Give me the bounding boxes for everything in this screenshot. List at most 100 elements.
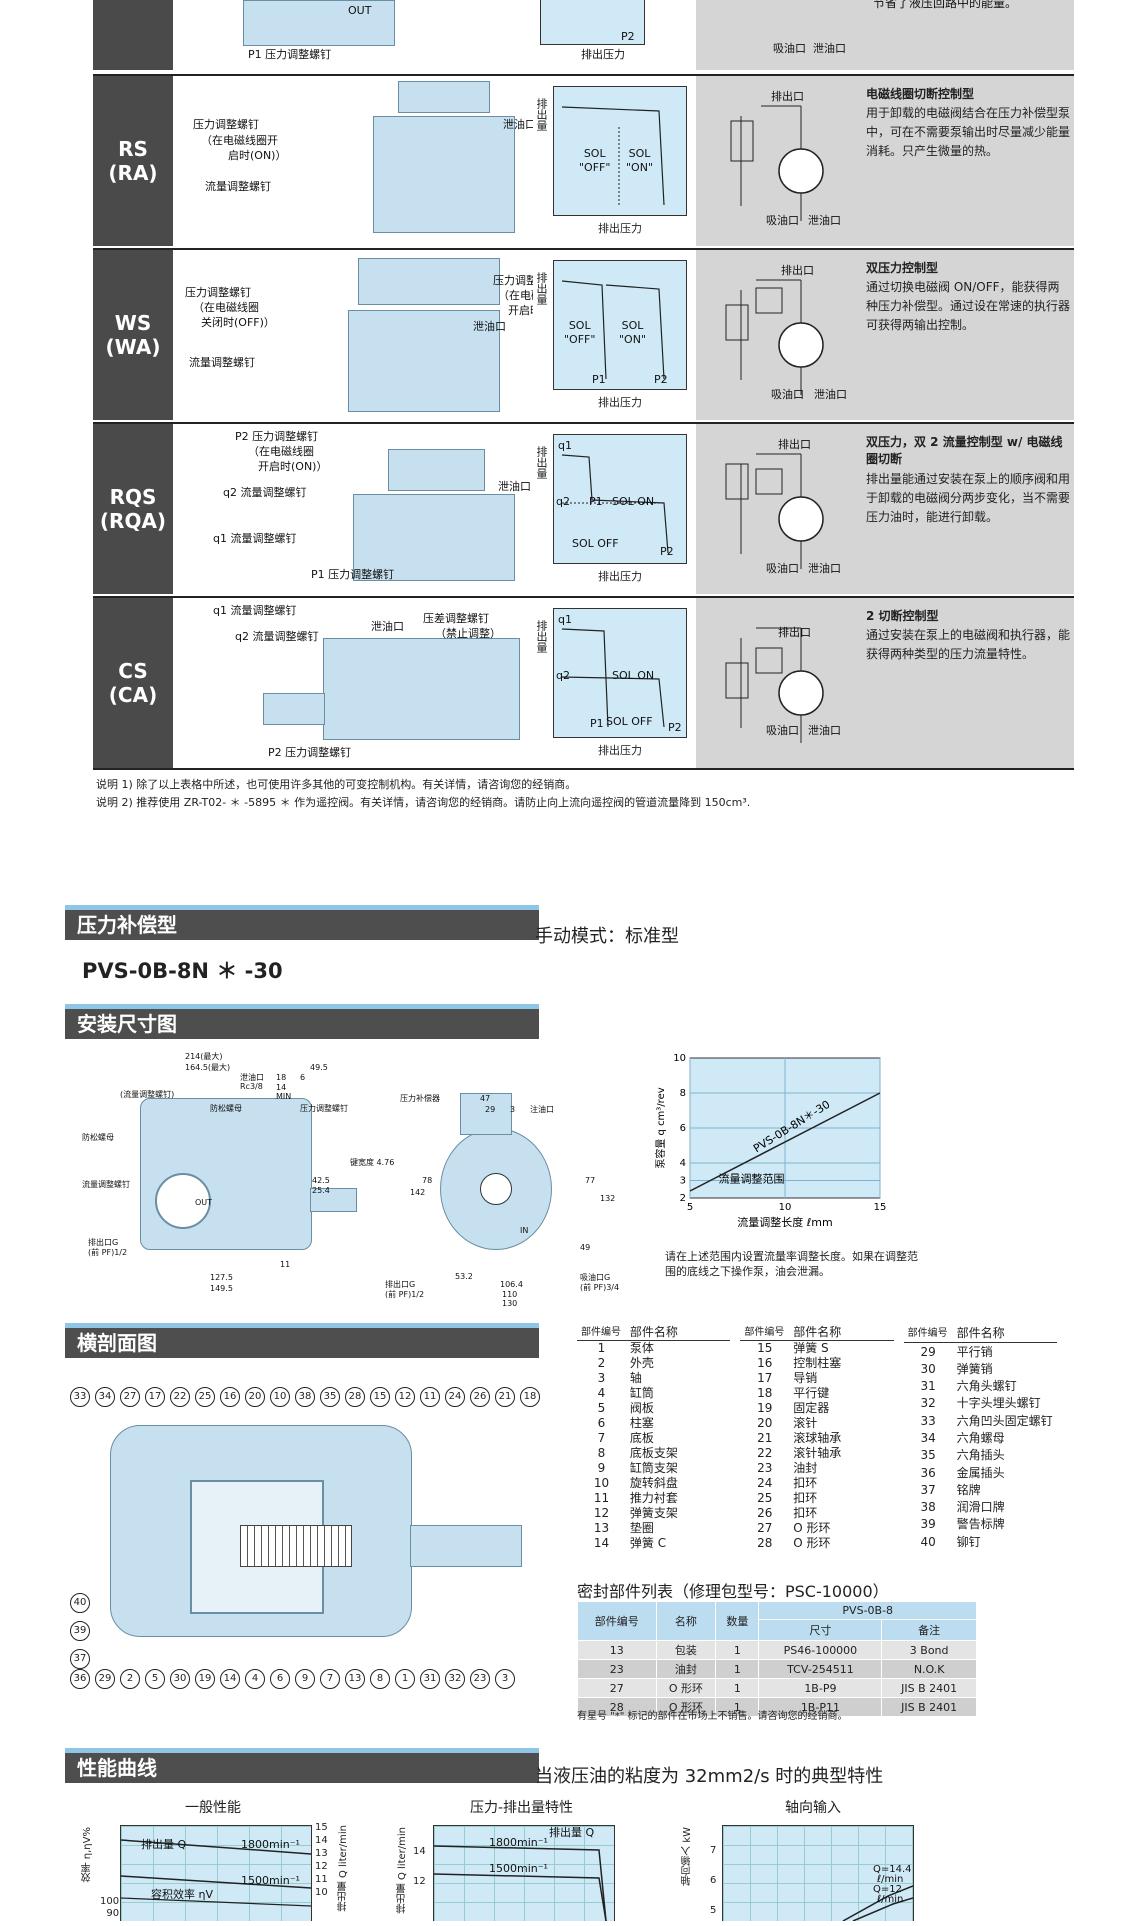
pump-illustration xyxy=(353,494,515,581)
dim-label: 25.4 xyxy=(312,1186,330,1195)
part-no: 6 xyxy=(597,1416,606,1430)
characteristic-chart: q1 q2 SOL ON P1 SOL OFF P2 xyxy=(553,608,687,738)
sol-on-label: SOL "ON" xyxy=(619,319,647,346)
part-name: 推力衬套 xyxy=(629,1491,678,1505)
callout-number: 20 xyxy=(245,1387,265,1407)
pump-label: 泄油口 xyxy=(473,320,506,333)
control-code: RQS xyxy=(109,485,157,509)
dim-label: MIN xyxy=(276,1092,292,1101)
chart-x-tick: 5 xyxy=(687,1202,693,1213)
callout-number: 2 xyxy=(120,1669,140,1689)
p2-label: P2 xyxy=(668,721,682,734)
control-description: 排出量能通过安装在泵上的顺序阀和用于卸载的电磁阀分两步变化，当不需要压力油时，能… xyxy=(866,472,1071,525)
part-no: 31 xyxy=(920,1379,936,1394)
pump-label: 压力调整螺钉 xyxy=(193,118,259,131)
pump-label: 启时(ON)） xyxy=(228,149,287,162)
model-number: PVS-0B-8N ＊ -30 xyxy=(82,959,283,983)
pump-label: 开启时(ON)） xyxy=(258,460,328,473)
perf-chart-title: 轴向输入 xyxy=(785,1800,841,1816)
control-code-alt: (RQA) xyxy=(99,509,167,533)
perf-q2-unit: ℓ/min xyxy=(877,1894,904,1905)
p1-label: P1 xyxy=(589,495,603,508)
seal-header-qty: 数量 xyxy=(715,1601,760,1641)
front-shaft-circle xyxy=(480,1173,512,1205)
callout-number: 39 xyxy=(70,1621,90,1641)
control-code-cell: RQS (RQA) xyxy=(93,424,173,594)
part-no: 21 xyxy=(757,1431,773,1445)
seal-header-remark: 备注 xyxy=(881,1619,977,1641)
part-no: 18 xyxy=(757,1386,773,1400)
dim-label: 164.5(最大) xyxy=(185,1063,231,1072)
top-desc-tail: 节省了液压回路中的能量。 xyxy=(873,0,1018,10)
perf-tick: 13 xyxy=(315,1848,328,1859)
callout-number: 23 xyxy=(470,1669,490,1689)
section-dimensions-title: 安装尺寸图 xyxy=(65,1004,539,1039)
pump-label: q1 流量调整螺钉 xyxy=(213,604,297,617)
seal-header-name: 名称 xyxy=(655,1601,717,1641)
dim-label: 142 xyxy=(410,1188,426,1197)
control-code-cell: RS (RA) xyxy=(93,76,173,246)
control-code: RS xyxy=(118,137,148,161)
seal-cell: 油封 xyxy=(655,1659,717,1679)
perf-tick: 6 xyxy=(710,1875,717,1886)
part-name: 固定器 xyxy=(793,1401,830,1415)
perf-tick: 14 xyxy=(315,1835,328,1846)
p1-label: P1 xyxy=(592,373,606,386)
top-out-label: OUT xyxy=(348,4,372,17)
part-name: 六角凹头固定螺钉 xyxy=(956,1413,1053,1428)
perf-chart-title: 压力-排出量特性 xyxy=(470,1800,574,1816)
seal-cell: 28 xyxy=(577,1697,657,1717)
part-name: 垫圈 xyxy=(629,1521,654,1535)
callout-number: 40 xyxy=(70,1593,90,1613)
seal-cell: 3 Bond xyxy=(881,1640,977,1660)
part-name: 缸筒支架 xyxy=(629,1461,678,1475)
control-row-cs: CS (CA) q1 流量调整螺钉 q2 流量调整螺钉 泄油口 压差调整螺钉 （… xyxy=(93,596,1074,770)
perf-rpm1: 1800min⁻¹ xyxy=(489,1836,548,1849)
dim-label: 53.2 xyxy=(455,1272,473,1281)
sol-off-label: SOL OFF xyxy=(606,715,653,728)
seal-cell: 1 xyxy=(715,1697,760,1717)
dim-label: (前 PF)1/2 xyxy=(385,1290,425,1299)
note-line: 说明 1) 除了以上表格中所述，也可使用许多其他的可变控制机构。有关详情，请咨询… xyxy=(96,778,577,791)
circuit-drain-label: 泄油口 xyxy=(814,388,847,401)
part-no: 16 xyxy=(757,1356,773,1370)
callout-number: 14 xyxy=(220,1669,240,1689)
callout-number: 33 xyxy=(70,1387,90,1407)
dim-label: 49.5 xyxy=(310,1063,328,1072)
chart-xlabel: 排出压力 xyxy=(598,222,642,235)
part-no: 33 xyxy=(920,1413,936,1428)
part-no: 2 xyxy=(597,1356,606,1370)
characteristic-chart: SOL "OFF" SOL "ON" xyxy=(553,86,687,216)
part-name: 滚针轴承 xyxy=(793,1446,842,1460)
perf-plot: Q=14.4 ℓ/min Q=12 ℓ/min xyxy=(722,1825,914,1922)
sol-off-label: SOL "OFF" xyxy=(579,147,611,174)
perf-ylabel-left: 效率 η,ηV% xyxy=(82,1827,93,1883)
chart-ylabel: 排出量 xyxy=(535,272,548,305)
solenoid-illustration xyxy=(358,258,500,305)
callout-number: 17 xyxy=(145,1387,165,1407)
pump-label: q2 流量调整螺钉 xyxy=(235,630,319,643)
pump-illustration-cell: q1 流量调整螺钉 q2 流量调整螺钉 泄油口 压差调整螺钉 （禁止调整） P2… xyxy=(173,598,533,768)
dim-label: 130 xyxy=(502,1299,518,1308)
p2-label: P2 xyxy=(654,373,668,386)
chart-xlabel: 排出压力 xyxy=(598,570,642,583)
part-name: 控制柱塞 xyxy=(793,1356,842,1370)
parts-row: 16 控制柱塞 xyxy=(740,1356,893,1371)
part-name: 六角螺母 xyxy=(956,1430,1005,1445)
dim-label: 214(最大) xyxy=(185,1052,223,1061)
dim-label: 排出口G xyxy=(88,1238,119,1247)
perf-ylabel: 轴向输入 kW xyxy=(682,1827,693,1886)
